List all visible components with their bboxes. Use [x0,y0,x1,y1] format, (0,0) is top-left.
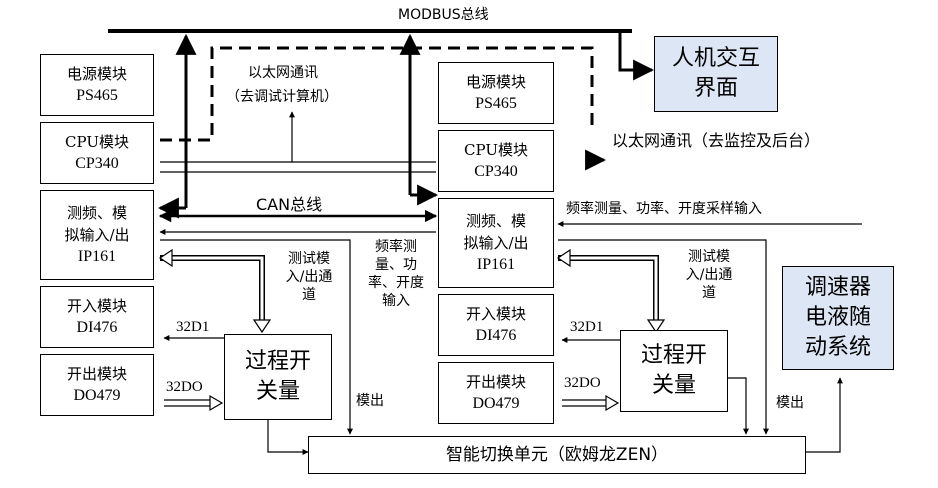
right-do-module: 开出模块 DO479 [438,362,554,424]
freq-mid-line4: 输入 [382,293,410,309]
governor-line2: 电液随 [804,305,871,330]
do-arrow-left-head [209,394,224,412]
right-io-model: IP161 [476,256,516,273]
left-di-module: 开入模块 DI476 [40,286,154,348]
ethernet-monitor-dashed [160,46,594,142]
di32-right-label: 32D1 [570,319,604,335]
analog-out-right-line [558,239,769,435]
zen-switch-unit: 智能切换单元（欧姆龙ZEN） [308,436,806,474]
freq-mid-line1: 频率测 [375,239,417,255]
hmi-line2: 界面 [693,76,738,101]
left-di-name: 开入模块 [66,297,127,315]
right-cpu-model: CP340 [474,163,518,180]
eth-debug-label-1: 以太网通讯 [248,65,318,81]
zen-to-governor [806,377,843,453]
modbus-to-hmi [618,31,655,81]
di32-left-label: 32D1 [176,319,210,335]
left-do-name: 开出模块 [66,365,127,383]
right-psu-model: PS465 [475,95,517,112]
left-di-model: DI476 [76,319,118,336]
test-channel-left-head-bot [252,319,272,334]
test-left-line2: 入/出通 [285,269,333,285]
ethernet-debug-left [160,111,295,163]
governor-box: 调速器 电液随 动系统 [782,266,894,370]
freq-input-label: 频率测量、功率、开度采样输入 [566,201,762,217]
switch-right-line2: 关量 [651,373,696,398]
test-left-line3: 道 [302,287,316,303]
switch-right-to-zen [728,377,749,435]
can-bus-label: CAN总线 [256,195,323,214]
switch-left-line1: 过程开 [244,349,311,374]
right-do-name: 开出模块 [465,373,526,391]
right-di-module: 开入模块 DI476 [438,294,554,356]
test-left-line1: 测试模 [288,251,330,267]
test-right-line2: 入/出通 [685,267,733,283]
test-channel-right-arrow [558,255,659,326]
switch-left-line2: 关量 [255,379,300,404]
left-cpu-model: CP340 [75,155,119,172]
governor-line1: 调速器 [804,275,871,300]
left-do-model: DO479 [73,387,121,404]
do-arrow-right-head [605,394,620,412]
hmi-line1: 人机交互 [671,46,760,71]
test-right-line1: 测试模 [688,249,730,265]
test-channel-left-arrow [160,255,265,326]
process-switch-right: 过程开 关量 [620,330,728,412]
switch-left-to-zen [267,420,309,455]
do32-left-label: 32DO [166,379,203,395]
left-do-module: 开出模块 DO479 [40,354,154,416]
test-channel-left-head-top [158,248,173,268]
right-di-name: 开入模块 [465,305,526,323]
left-io-name1: 测频、模 [66,204,127,222]
right-do-model: DO479 [472,395,520,412]
eth-monitor-label: 以太网通讯（去监控及后台） [612,131,821,150]
eth-debug-label-2: （去调试计算机） [226,89,338,105]
test-right-line3: 道 [702,285,716,301]
test-left-label: 测试模 入/出通 道 [276,250,342,304]
analog-out-right-label: 模出 [776,395,804,411]
do32-right-label: 32DO [564,375,601,391]
right-io-name2: 拟输入/出 [463,234,529,252]
left-io-module: 测频、模 拟输入/出 IP161 [40,190,154,280]
analog-out-left-label: 模出 [356,393,384,409]
governor-line3: 动系统 [804,335,871,360]
hmi-box: 人机交互 界面 [654,36,778,112]
freq-mid-label: 频率测 量、功 率、开度 输入 [358,238,434,310]
left-psu-model: PS465 [76,87,118,104]
process-switch-left: 过程开 关量 [224,334,332,420]
switch-right-line1: 过程开 [640,343,707,368]
test-channel-left-arrow-inner [168,256,264,320]
freq-mid-line2: 量、功 [375,257,417,273]
left-psu-name: 电源模块 [66,65,127,83]
left-psu-module: 电源模块 PS465 [40,54,154,116]
right-cpu-module: CPU模块 CP340 [438,130,554,192]
left-io-name2: 拟输入/出 [64,226,130,244]
left-io-model: IP161 [77,248,117,265]
test-channel-right-head-bot [646,319,666,334]
modbus-label: MODBUS总线 [398,7,489,23]
right-psu-name: 电源模块 [465,73,526,91]
right-io-module: 测频、模 拟输入/出 IP161 [438,198,554,288]
test-right-label: 测试模 入/出通 道 [676,248,742,302]
analog-out-left-line [160,239,353,435]
do-arrow-left [164,399,213,407]
right-io-name1: 测频、模 [465,212,526,230]
right-di-model: DI476 [475,327,517,344]
right-cpu-name: CPU模块 [464,141,528,159]
freq-mid-line3: 率、开度 [368,275,424,291]
do-arrow-right [562,399,609,407]
zen-label: 智能切换单元（欧姆龙ZEN） [445,445,669,465]
test-channel-right-arrow-inner [566,256,658,320]
left-cpu-module: CPU模块 CP340 [40,122,154,184]
test-channel-right-head-top [556,248,571,268]
right-psu-module: 电源模块 PS465 [438,62,554,124]
left-cpu-name: CPU模块 [65,133,129,151]
